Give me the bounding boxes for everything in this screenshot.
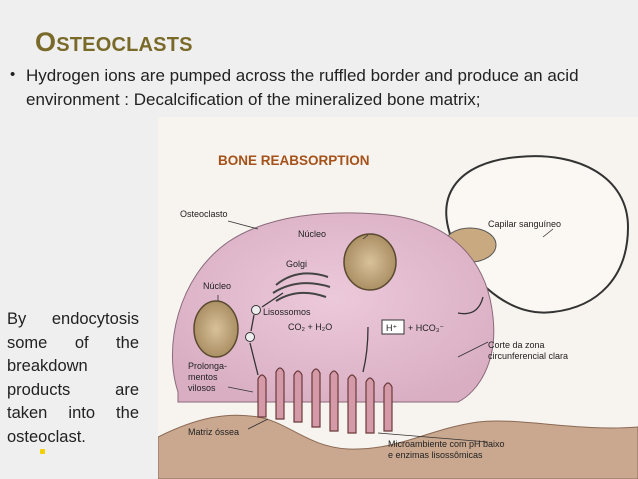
golgi-apparatus [272, 272, 331, 302]
slide-title-rest: STEOCLASTS [56, 34, 193, 56]
bullet-marker-icon [40, 449, 45, 454]
ruffled-border [257, 367, 393, 434]
cell-arrows [249, 292, 484, 376]
capillary-vessel [445, 155, 630, 314]
lysosome-1 [251, 305, 261, 315]
figure-title: BONE REABSORPTION [218, 153, 370, 168]
nucleus-left [193, 300, 239, 358]
side-text: By endocytosis some of the breakdown pro… [7, 310, 139, 446]
label-golgi: Golgi [286, 259, 307, 269]
label-hco3: + HCO₃⁻ [408, 323, 444, 333]
bone-matrix [158, 414, 638, 479]
label-prolonga-3: vilosos [188, 383, 216, 393]
label-corte-2: circunferencial clara [488, 351, 568, 361]
label-osteoclasto: Osteoclasto [180, 209, 228, 219]
label-prolonga-2: mentos [188, 372, 218, 382]
label-pointers [217, 220, 554, 443]
label-micro-1: Microambiente com pH baixo [388, 439, 505, 449]
slide-title-first-letter: O [35, 27, 57, 57]
label-hplus: H⁺ [386, 323, 397, 333]
label-matriz: Matriz óssea [188, 427, 239, 437]
slide-title: OSTEOCLASTS [35, 27, 193, 58]
label-micro-2: e enzimas lisossômicas [388, 450, 483, 460]
bullet-icon: • [10, 66, 16, 83]
label-co2: CO₂ + H₂O [288, 322, 332, 332]
hplus-box [381, 319, 405, 335]
nucleus-top [343, 233, 397, 291]
bone-resorption-figure: Capilar sanguíneo Osteoclasto Núcleo Gol… [158, 117, 638, 479]
label-nucleo-left: Núcleo [203, 281, 231, 291]
bullet-text: Hydrogen ions are pumped across the ruff… [8, 64, 636, 112]
label-prolonga-1: Prolonga- [188, 361, 227, 371]
label-nucleo-top: Núcleo [298, 229, 326, 239]
bullet-text-content: Hydrogen ions are pumped across the ruff… [26, 66, 579, 109]
lysosome-2 [245, 332, 255, 342]
label-corte-1: Corte da zona [488, 340, 545, 350]
label-capilar: Capilar sanguíneo [488, 219, 561, 229]
label-lisossomos: Lisossomos [263, 307, 311, 317]
